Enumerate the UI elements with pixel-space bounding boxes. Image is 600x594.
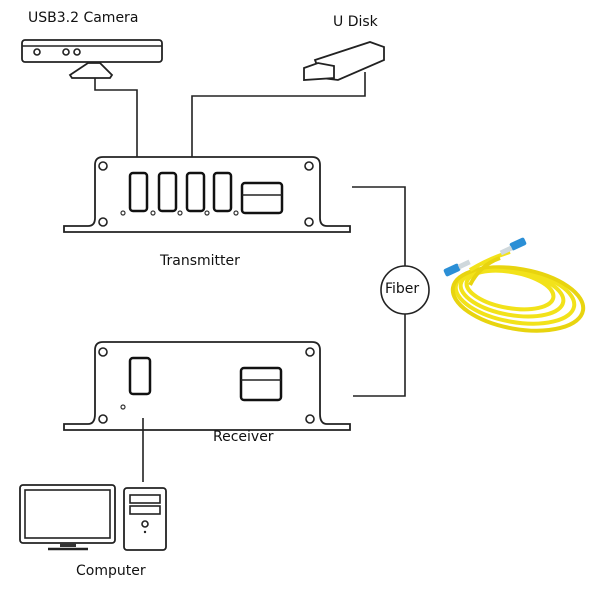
receiver-icon: [63, 341, 351, 431]
udisk-cable: [191, 72, 366, 162]
fiber-link-top: [352, 186, 406, 266]
receiver-label: Receiver: [213, 429, 274, 445]
udisk-label: U Disk: [333, 14, 378, 30]
camera-label: USB3.2 Camera: [28, 10, 139, 26]
fiber-label: Fiber: [385, 281, 420, 297]
usb-disk-icon: [303, 41, 385, 81]
fiber-patch-cable-icon: [450, 250, 586, 333]
transmitter-label: Transmitter: [160, 253, 240, 269]
computer-label: Computer: [76, 563, 146, 579]
camera-icon: [21, 39, 163, 79]
fiber-link-bottom: [353, 314, 406, 397]
transmitter-icon: [63, 156, 351, 233]
computer-icon: [19, 484, 167, 551]
fiber-connector-icon: [443, 237, 527, 277]
camera-cable: [94, 78, 138, 162]
fiber-circle: [380, 265, 430, 315]
